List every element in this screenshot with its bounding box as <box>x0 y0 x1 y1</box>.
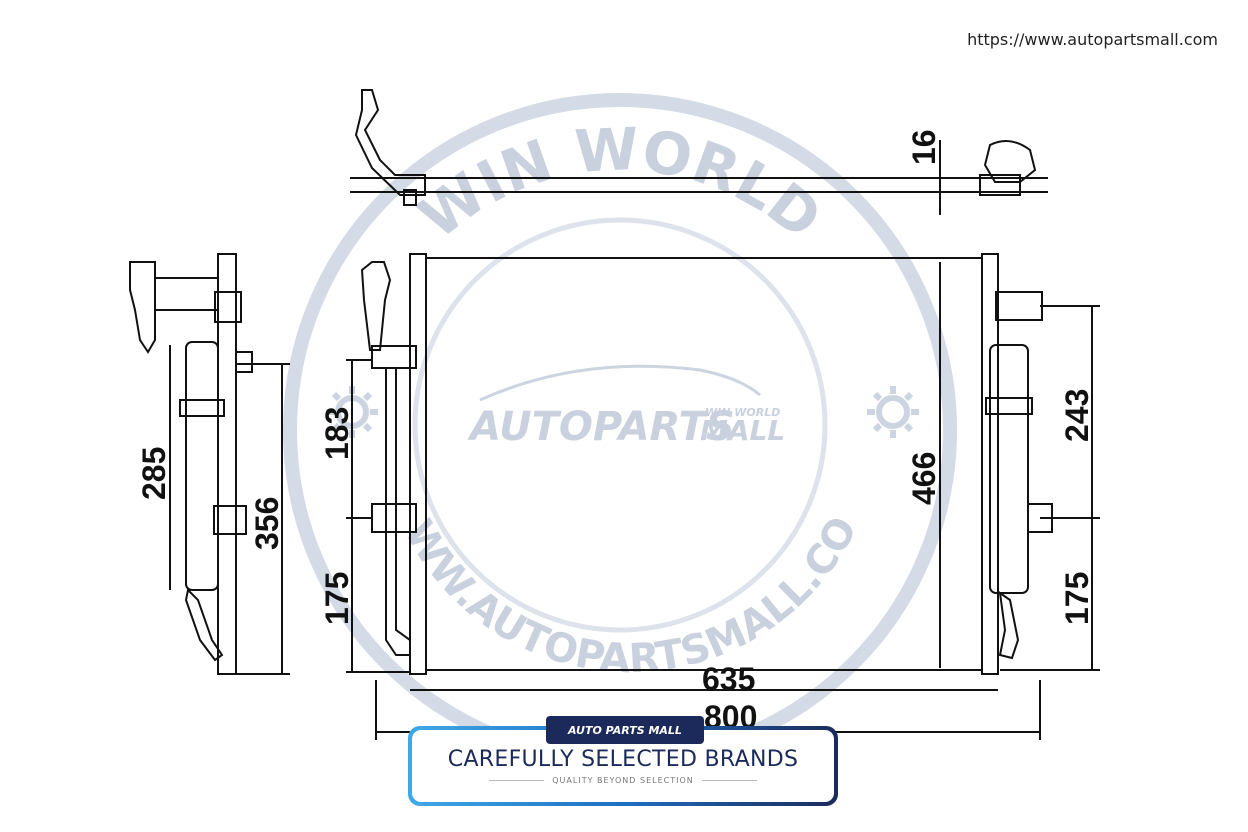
watermark: WIN WORLD WWW.AUTOPARTSMALL.COM AUTO <box>0 0 957 767</box>
dim-height-466: 466 <box>906 452 942 505</box>
dim-right-175: 175 <box>1059 572 1095 625</box>
dim-left-356: 356 <box>249 497 285 550</box>
dim-left-285: 285 <box>136 447 172 500</box>
top-view <box>350 89 1048 215</box>
watermark-logo-suffix: MALL <box>700 414 785 447</box>
right-side-view <box>985 291 1100 671</box>
brand-logo-badge: AUTO PARTS MALL <box>546 716 704 744</box>
banner-title: CAREFULLY SELECTED BRANDS <box>447 747 799 772</box>
banner-subtitle: QUALITY BEYOND SELECTION <box>489 776 757 785</box>
gear-icon <box>867 386 919 438</box>
dim-front-183: 183 <box>319 407 355 460</box>
car-silhouette-icon <box>479 364 761 402</box>
dim-width-635: 635 <box>702 661 755 697</box>
dim-top-thickness: 16 <box>906 129 942 165</box>
watermark-inner-ring <box>412 217 828 633</box>
dim-right-243: 243 <box>1059 389 1095 442</box>
left-side-view <box>129 253 290 675</box>
dim-front-175: 175 <box>319 572 355 625</box>
watermark-logo-main: AUTOPARTS <box>467 404 735 450</box>
website-url: https://www.autopartsmall.com <box>967 30 1218 49</box>
watermark-logo-small: WIN WORLD <box>705 406 780 419</box>
